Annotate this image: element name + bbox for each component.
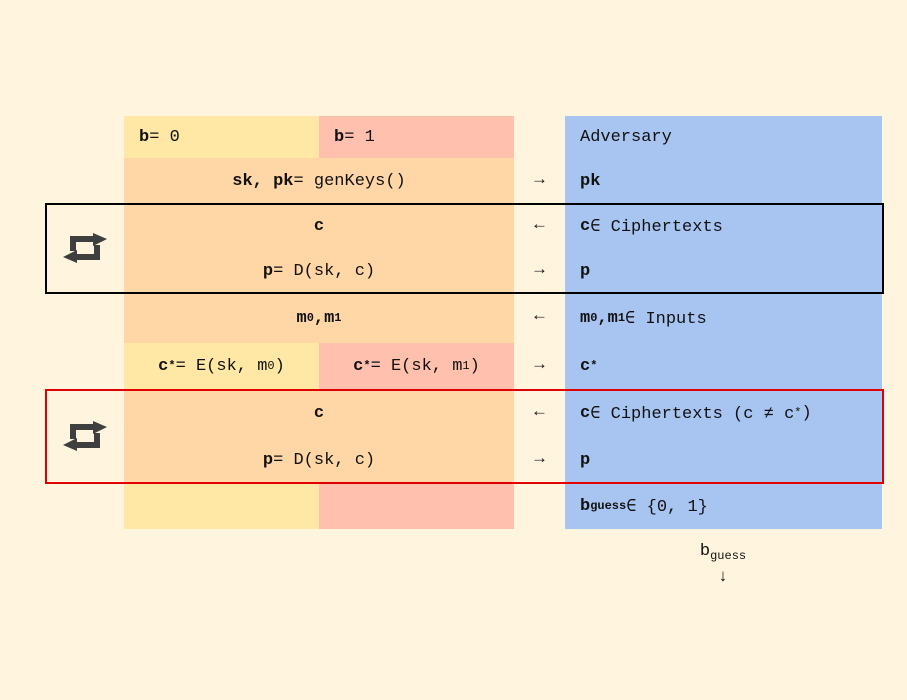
keygen-arrow: → bbox=[534, 171, 545, 190]
cstar-b0-encrypt: = E(sk, m bbox=[175, 356, 268, 376]
phase1-decrypt: = D(sk, c) bbox=[273, 261, 376, 281]
cstar-arrow: → bbox=[534, 356, 545, 375]
b1-column-header: b = 1 bbox=[319, 116, 514, 158]
adv-m1-subscript: 1 bbox=[617, 311, 626, 325]
m0-symbol: m bbox=[296, 308, 307, 328]
cstar-b1-c: c bbox=[353, 356, 364, 376]
phase1-query-adversary: c ∈ Ciphertexts bbox=[565, 204, 882, 249]
adversary-title: Adversary bbox=[580, 127, 672, 147]
phase2-star: * bbox=[794, 406, 802, 420]
b0-column-footer bbox=[124, 483, 319, 529]
keygen-vars: sk, pk bbox=[232, 171, 294, 191]
m1-symbol: m bbox=[324, 308, 335, 328]
bguess-set: ∈ {0, 1} bbox=[626, 497, 708, 517]
phase2-p: p bbox=[262, 450, 274, 470]
phase1-ciphertexts: ∈ Ciphertexts bbox=[590, 218, 723, 237]
phase1-p: p bbox=[262, 261, 274, 281]
challenge-messages-arrow: ← bbox=[534, 307, 545, 326]
phase1-answer-adversary: p bbox=[565, 249, 882, 293]
adv-inputs: ∈ Inputs bbox=[625, 309, 707, 329]
phase1-answer-challenger: p = D(sk, c) bbox=[124, 249, 514, 293]
phase2-answer-adversary: p bbox=[565, 437, 882, 483]
phase2-query-challenger: c bbox=[124, 389, 514, 437]
cstar-b0-star: * bbox=[168, 359, 176, 373]
output-b: b bbox=[699, 542, 711, 561]
repeat-icon bbox=[63, 233, 107, 263]
adv-m0-subscript: 0 bbox=[590, 311, 598, 325]
phase1-query-challenger: c bbox=[124, 204, 514, 249]
cstar-b1-star: * bbox=[363, 359, 371, 373]
phase1-p-adv: p bbox=[580, 261, 591, 281]
b1-column-footer bbox=[319, 483, 514, 529]
m1-subscript: 1 bbox=[334, 311, 342, 325]
phase2-c-adv: c bbox=[580, 403, 591, 423]
phase2-close: ) bbox=[801, 403, 812, 423]
phase2-query-adversary: c ∈ Ciphertexts (c ≠ c*) bbox=[565, 389, 882, 437]
keygen-step: sk, pk = genKeys() bbox=[124, 158, 514, 204]
output-bguess: bguess bbox=[680, 542, 766, 563]
phase2-query-arrow: ← bbox=[534, 403, 545, 422]
adv-m-separator: , bbox=[597, 308, 608, 328]
cstar-b1-encrypt: = E(sk, m bbox=[370, 356, 463, 376]
phase2-ciphertexts: ∈ Ciphertexts (c ≠ c bbox=[590, 404, 795, 424]
phase1-query-arrow: ← bbox=[534, 216, 545, 235]
output-arrow: ↓ bbox=[717, 568, 729, 587]
cstar-b1-sub: 1 bbox=[462, 359, 470, 373]
phase2-answer-challenger: p = D(sk, c) bbox=[124, 437, 514, 483]
cstar-b0-c: c bbox=[158, 356, 169, 376]
b1-value: = 1 bbox=[344, 127, 375, 147]
phase2-decrypt: = D(sk, c) bbox=[273, 450, 376, 470]
m0-subscript: 0 bbox=[306, 311, 314, 325]
adv-m0-symbol: m bbox=[580, 308, 591, 328]
pk-label: pk bbox=[580, 171, 601, 191]
adversary-header: Adversary bbox=[565, 116, 882, 158]
phase1-c: c bbox=[313, 217, 325, 236]
keygen-call: = genKeys() bbox=[293, 171, 406, 191]
phase1-c-adv: c bbox=[580, 217, 591, 236]
bguess-b: b bbox=[580, 496, 591, 516]
adv-m1-symbol: m bbox=[607, 308, 618, 328]
adv-cstar-star: * bbox=[590, 359, 598, 373]
b0-column-header: b = 0 bbox=[124, 116, 319, 158]
bguess-sub: guess bbox=[590, 499, 627, 513]
b0-value: = 0 bbox=[149, 127, 180, 147]
phase2-answer-arrow: → bbox=[534, 450, 545, 469]
cstar-b0-close: ) bbox=[274, 356, 285, 376]
cstar-b0-sub: 0 bbox=[267, 359, 275, 373]
b1-symbol: b bbox=[334, 127, 345, 147]
adversary-receives-pk: pk bbox=[565, 158, 882, 204]
m-separator: , bbox=[313, 308, 325, 328]
b0-symbol: b bbox=[139, 127, 150, 147]
output-sub: guess bbox=[710, 549, 747, 563]
phase1-answer-arrow: → bbox=[534, 261, 545, 280]
repeat-icon bbox=[63, 421, 107, 451]
adv-cstar-c: c bbox=[580, 356, 591, 376]
phase2-p-adv: p bbox=[580, 450, 591, 470]
phase2-c: c bbox=[313, 403, 325, 423]
cstar-adversary: c* bbox=[565, 343, 882, 389]
cstar-b1-close: ) bbox=[469, 356, 480, 376]
